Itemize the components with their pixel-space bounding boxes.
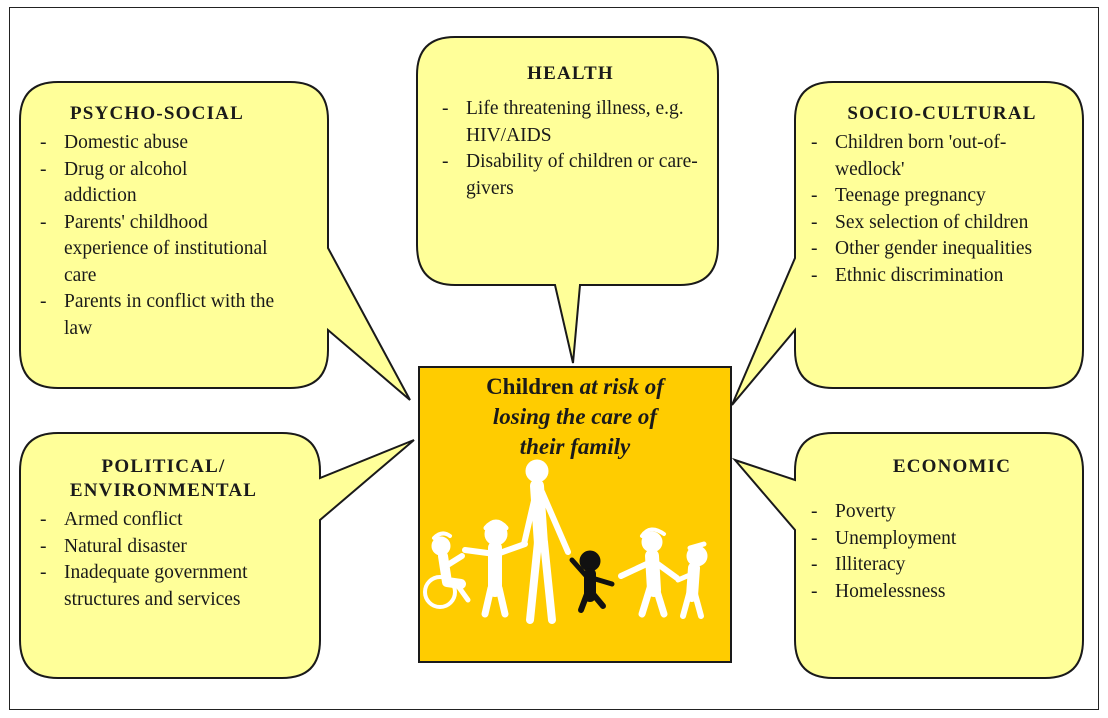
political-item: Natural disaster: [36, 534, 311, 561]
center-line1-plain: Children: [486, 374, 580, 399]
economic-box: ECONOMIC Poverty Unemployment Illiteracy…: [807, 455, 1077, 605]
center-line1-italic: at risk of: [579, 374, 664, 399]
health-item: Disability of children or care-givers: [438, 149, 703, 202]
economic-item: Unemployment: [807, 526, 1077, 553]
psycho-social-item: Parents' childhood experience of institu…: [36, 210, 289, 290]
psycho-social-box: PSYCHO-SOCIAL Domestic abuse Drug or alc…: [36, 102, 306, 342]
socio-cultural-box: SOCIO-CULTURAL Children born 'out-of-wed…: [807, 102, 1077, 289]
child-figure-far-right: [675, 541, 708, 619]
economic-list: Poverty Unemployment Illiteracy Homeless…: [807, 499, 1077, 605]
child-figure-left: [462, 519, 528, 618]
center-line3: their family: [519, 434, 631, 459]
center-box: [418, 366, 732, 663]
health-box: HEALTH Life threatening illness, e.g. HI…: [438, 62, 703, 202]
psycho-social-item: Parents in conflict with the law: [36, 289, 289, 342]
psycho-social-item: Drug or alcohol addiction: [36, 157, 234, 210]
economic-item: Homelessness: [807, 579, 1077, 606]
socio-cultural-item: Sex selection of children: [807, 210, 1035, 237]
socio-cultural-item: Ethnic discrimination: [807, 263, 1077, 290]
health-title: HEALTH: [527, 63, 614, 84]
center-title: Children at risk of losing the care of t…: [415, 372, 735, 462]
political-title-line1: POLITICAL/: [101, 456, 226, 477]
economic-title: ECONOMIC: [892, 456, 1012, 477]
black-child-figure: [569, 550, 615, 613]
economic-item: Illiteracy: [807, 552, 1077, 579]
socio-cultural-item: Other gender inequalities: [807, 236, 1035, 263]
economic-item: Poverty: [807, 499, 1077, 526]
adult-figure: [521, 459, 571, 624]
psycho-social-title: PSYCHO-SOCIAL: [70, 103, 244, 124]
health-list: Life threatening illness, e.g. HIV/AIDS …: [438, 96, 703, 202]
center-line2: losing the care of: [492, 404, 658, 429]
family-illustration: [423, 459, 708, 624]
socio-cultural-title: SOCIO-CULTURAL: [847, 103, 1037, 124]
wheelchair-child-figure: [423, 531, 471, 609]
political-list: Armed conflict Natural disaster Inadequa…: [36, 507, 311, 613]
diagram-frame: [9, 7, 1099, 710]
political-item: Inadequate government structures and ser…: [36, 560, 314, 613]
socio-cultural-item: Teenage pregnancy: [807, 183, 1077, 210]
psycho-social-item: Domestic abuse: [36, 130, 306, 157]
health-item: Life threatening illness, e.g. HIV/AIDS: [438, 96, 703, 149]
psycho-social-list: Domestic abuse Drug or alcohol addiction…: [36, 130, 306, 342]
socio-cultural-list: Children born 'out-of-wedlock' Teenage p…: [807, 130, 1077, 289]
child-figure-right: [618, 527, 680, 618]
socio-cultural-item: Children born 'out-of-wedlock': [807, 130, 1060, 183]
political-title-line2: ENVIRONMENTAL: [69, 480, 258, 501]
political-item: Armed conflict: [36, 507, 311, 534]
political-environmental-box: POLITICAL/ ENVIRONMENTAL Armed conflict …: [36, 455, 311, 613]
